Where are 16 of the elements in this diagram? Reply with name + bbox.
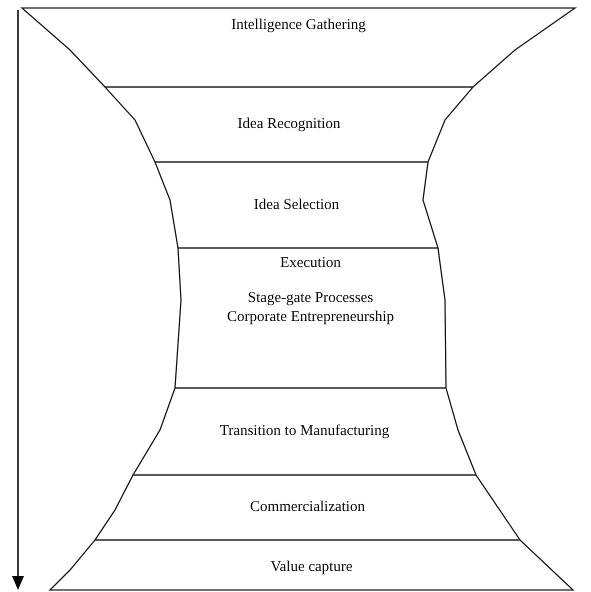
stage-title: Intelligence Gathering bbox=[231, 16, 366, 35]
stage-title: Idea Recognition bbox=[238, 115, 340, 134]
funnel-stage bbox=[105, 87, 473, 162]
stage-title: Value capture bbox=[270, 558, 353, 576]
stage-title: Execution bbox=[280, 254, 341, 273]
stage-title: Transition to Manufacturing bbox=[220, 422, 390, 441]
funnel-stage bbox=[175, 248, 446, 388]
funnel-stage bbox=[155, 162, 438, 248]
stage-title: Commercialization bbox=[250, 498, 365, 517]
funnel-stage bbox=[95, 475, 520, 540]
funnel-stage bbox=[22, 8, 575, 87]
funnel-stage bbox=[50, 540, 573, 590]
stage-item: Stage-gate Processes bbox=[248, 289, 374, 308]
stage-title: Idea Selection bbox=[254, 196, 340, 214]
funnel-stage bbox=[133, 388, 476, 475]
stage-item: Corporate Entrepreneurship bbox=[226, 308, 394, 327]
